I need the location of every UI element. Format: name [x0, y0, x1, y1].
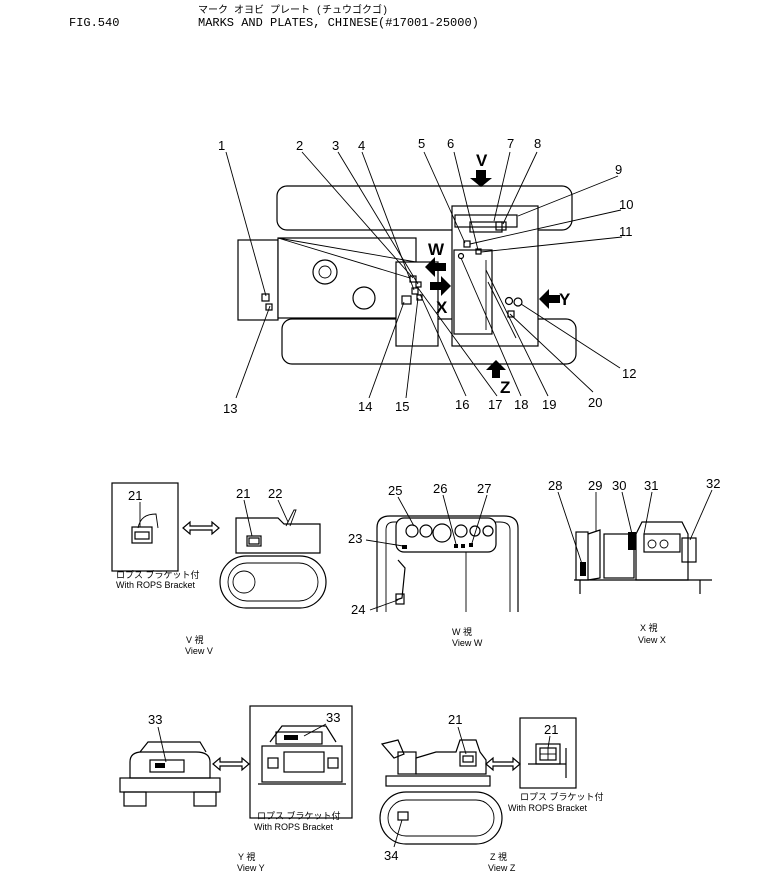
callout-27: 27 [477, 481, 491, 496]
callout-13: 13 [223, 401, 237, 416]
view-z-arrow [486, 360, 506, 378]
view-y-arrow-label: Y [559, 290, 571, 309]
view-y: 33 33 ロプス ブラケット付 With ROPS Bracket Y 視 V… [119, 705, 353, 872]
engine-hood [277, 237, 417, 319]
callout-14: 14 [358, 399, 372, 414]
callout-8: 8 [534, 136, 541, 151]
callout-17: 17 [488, 397, 502, 412]
callout-24: 24 [351, 602, 365, 617]
view-w: 25 26 27 23 24 W 視 View W [348, 481, 519, 648]
header-katakana: マーク オヨビ プレート (チュウゴクゴ) [198, 6, 389, 17]
view-y-rops-jp: ロプス ブラケット付 [257, 810, 341, 821]
callout-21-z-inset: 21 [544, 722, 558, 737]
callout-10: 10 [619, 197, 633, 212]
callout-11: 11 [619, 224, 633, 239]
view-x: 28 29 30 31 32 X 視 View X [548, 476, 720, 645]
view-w-caption-jp: W 視 [452, 626, 472, 637]
cab [451, 205, 539, 347]
seat [453, 249, 493, 335]
view-z-track [379, 791, 503, 845]
view-w-cab-frame [376, 515, 519, 612]
callout-18: 18 [514, 397, 528, 412]
rear-frame [237, 239, 279, 321]
callout-28: 28 [548, 478, 562, 493]
view-w-panel [395, 517, 497, 553]
view-v-arrow-label: V [476, 151, 488, 170]
view-v-caption-en: View V [185, 646, 213, 656]
view-z-rops-en: With ROPS Bracket [508, 803, 588, 813]
callout-29: 29 [588, 478, 602, 493]
view-y-inset [249, 705, 353, 819]
view-x-caption-en: View X [638, 635, 666, 645]
callout-33: 33 [148, 712, 162, 727]
callout-1: 1 [218, 138, 225, 153]
view-z-exchange-arrow [485, 756, 521, 772]
view-z-caption-jp: Z 視 [490, 851, 507, 862]
callout-30: 30 [612, 478, 626, 493]
callout-23: 23 [348, 531, 362, 546]
view-y-arrow [539, 289, 560, 309]
view-y-caption-en: View Y [237, 863, 265, 872]
view-v-caption-jp: V 視 [186, 634, 204, 645]
view-z-caption-en: View Z [488, 863, 516, 872]
view-z: 21 34 21 ロプス ブラケット付 With ROPS Bracket Z … [379, 712, 604, 872]
view-z-arrow-label: Z [500, 378, 510, 397]
callout-33-y: 33 [326, 710, 340, 725]
view-x-caption-jp: X 視 [640, 622, 658, 633]
view-v: 21 ロプス ブラケット付 With ROPS Bracket 21 22 V … [111, 482, 327, 656]
view-y-caption-jp: Y 視 [238, 851, 255, 862]
callout-7: 7 [507, 136, 514, 151]
callout-26: 26 [433, 481, 447, 496]
view-v-rops-en: With ROPS Bracket [116, 580, 196, 590]
callout-34: 34 [384, 848, 398, 863]
callout-20: 20 [588, 395, 602, 410]
callout-15: 15 [395, 399, 409, 414]
view-z-rops-jp: ロプス ブラケット付 [520, 791, 604, 802]
callout-16: 16 [455, 397, 469, 412]
view-y-exchange-arrow [212, 756, 250, 772]
callout-21-z: 21 [448, 712, 462, 727]
callout-25: 25 [388, 483, 402, 498]
callout-32: 32 [706, 476, 720, 491]
upper-track [276, 185, 573, 231]
engine-circle [312, 259, 338, 285]
callout-31: 31 [644, 478, 658, 493]
view-x-arrow-label: X [436, 298, 448, 317]
view-v-track [219, 555, 327, 609]
callout-2: 2 [296, 138, 303, 153]
figure-title: MARKS AND PLATES, CHINESE(#17001-25000) [198, 16, 479, 30]
view-v-exchange-arrow [182, 520, 220, 536]
callout-6: 6 [447, 136, 454, 151]
view-v-rops-jp: ロプス ブラケット付 [116, 569, 200, 580]
view-w-arrow [425, 257, 446, 277]
callout-9: 9 [615, 162, 622, 177]
callout-21-v: 21 [236, 486, 250, 501]
view-w-arrow-label: W [428, 240, 445, 259]
callout-3: 3 [332, 138, 339, 153]
view-z-inset [519, 717, 577, 789]
view-y-rops-en: With ROPS Bracket [254, 822, 334, 832]
view-w-caption-en: View W [452, 638, 483, 648]
callout-21: 21 [128, 488, 142, 503]
callout-12: 12 [622, 366, 636, 381]
view-v-arrow [470, 170, 492, 187]
top-plan-view: V W X Y Z 1 2 3 4 5 6 7 [218, 136, 636, 416]
figure-number: FIG.540 [69, 16, 120, 30]
callout-19: 19 [542, 397, 556, 412]
callout-22: 22 [268, 486, 282, 501]
callout-4: 4 [358, 138, 365, 153]
view-v-inset [111, 482, 179, 572]
callout-5: 5 [418, 136, 425, 151]
view-x-arrow [430, 276, 451, 296]
muffler-circle [352, 286, 376, 310]
